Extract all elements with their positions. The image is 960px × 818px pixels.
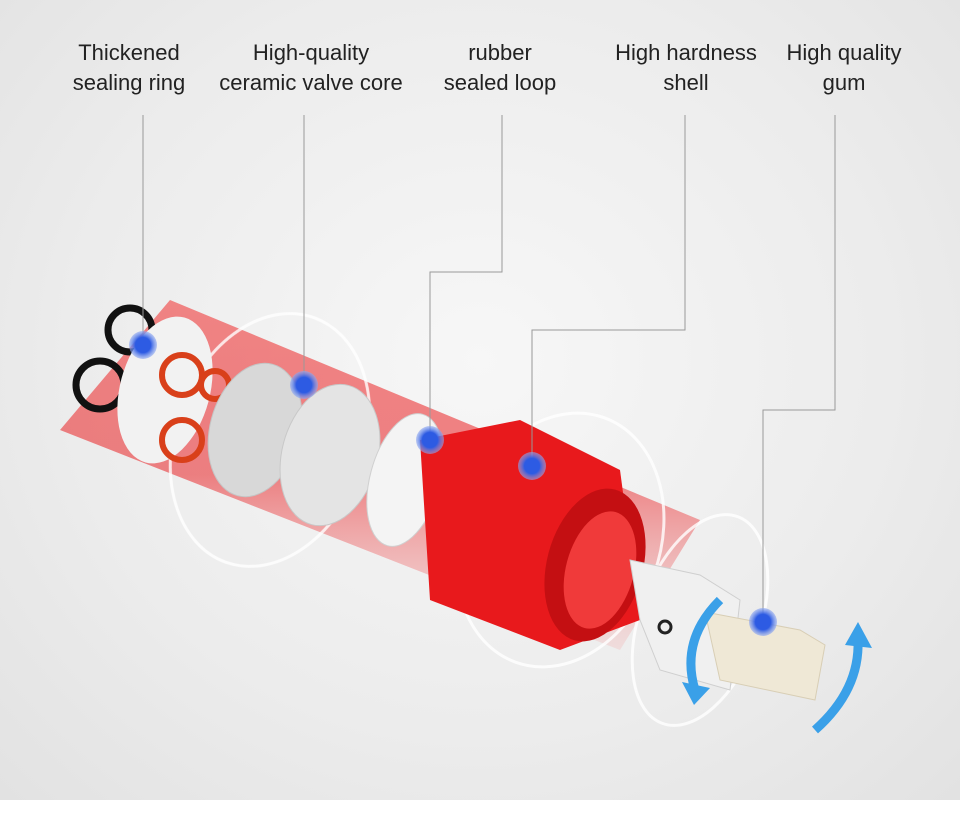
rotate-arrow-left-icon xyxy=(686,596,724,692)
marker-dot xyxy=(416,426,444,454)
cartridge-illustration xyxy=(60,115,872,734)
label-line: gum xyxy=(822,70,866,95)
label-line: High-quality xyxy=(252,40,370,65)
marker-dot xyxy=(290,371,318,399)
label-line: High hardness xyxy=(615,40,757,65)
marker-dot xyxy=(749,608,777,636)
label-line: ceramic valve core xyxy=(219,70,403,95)
label-line: shell xyxy=(663,70,709,95)
markers xyxy=(129,331,777,636)
label-shell: High hardness shell xyxy=(615,38,757,98)
label-line: sealing ring xyxy=(72,70,186,95)
marker-dot xyxy=(129,331,157,359)
label-gum: High quality gum xyxy=(787,38,902,98)
marker-dot xyxy=(518,452,546,480)
exploded-diagram: Thickened sealing ring High-quality cera… xyxy=(0,0,960,800)
label-line: sealed loop xyxy=(443,70,557,95)
label-sealing-ring: Thickened sealing ring xyxy=(73,38,186,98)
spindle-body xyxy=(629,559,741,691)
rotate-arrow-right-icon xyxy=(812,639,863,734)
label-line: Thickened xyxy=(78,40,180,65)
gum-stem xyxy=(704,611,826,701)
label-ceramic-core: High-quality ceramic valve core xyxy=(219,38,402,98)
leader-lines xyxy=(142,115,836,622)
label-line: High quality xyxy=(786,40,902,65)
label-rubber-loop: rubber sealed loop xyxy=(444,38,557,98)
label-line: rubber xyxy=(468,40,532,65)
